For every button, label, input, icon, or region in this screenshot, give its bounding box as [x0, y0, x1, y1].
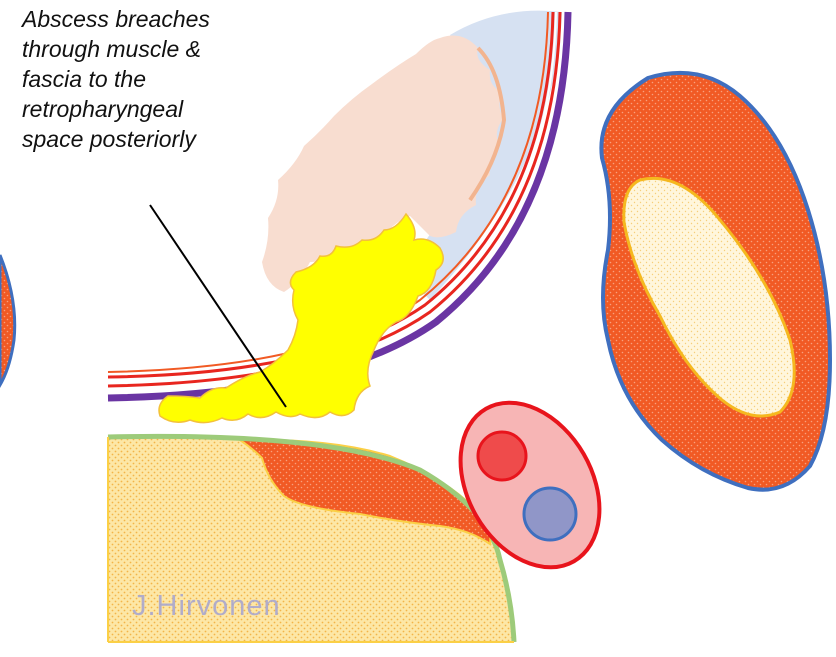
artery [478, 432, 526, 480]
left-partial-structure [0, 255, 15, 385]
annotation-line-2: through muscle & [22, 34, 302, 64]
author-signature: J.Hirvonen [132, 590, 281, 623]
annotation-pointer-line [150, 205, 286, 407]
annotation-line-1: Abscess breaches [22, 4, 302, 34]
vein [524, 488, 576, 540]
annotation-line-3: fascia to the [22, 64, 302, 94]
annotation-line-5: space posteriorly [22, 124, 302, 154]
annotation-text: Abscess breaches through muscle & fascia… [22, 4, 302, 154]
annotation-line-4: retropharyngeal [22, 94, 302, 124]
